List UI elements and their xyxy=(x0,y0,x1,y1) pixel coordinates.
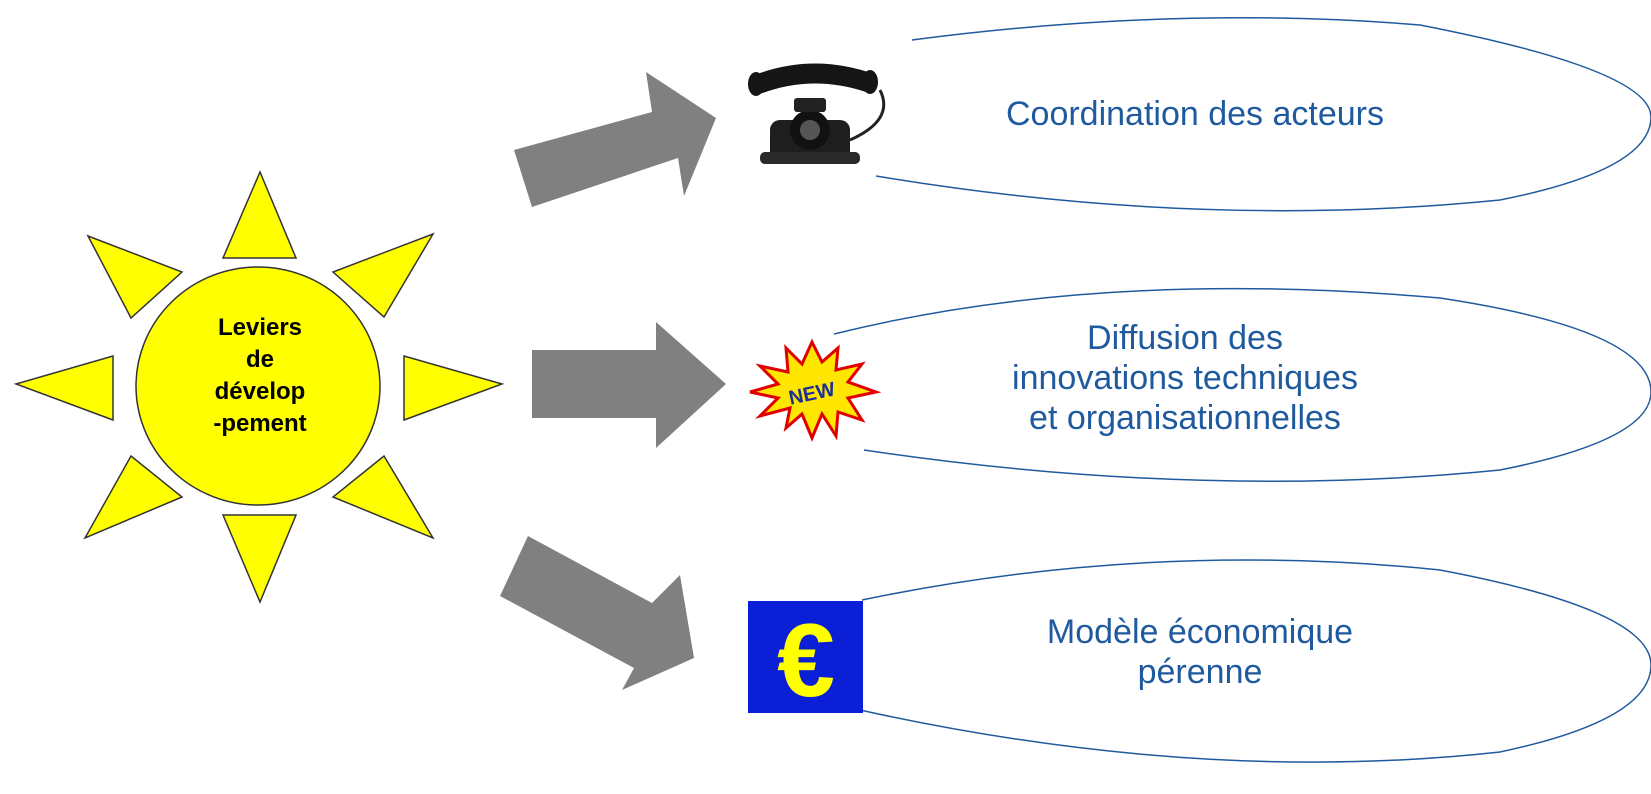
euro-symbol: € xyxy=(777,603,835,719)
sun-label-line: dévelop xyxy=(214,378,306,405)
innovation-line: innovations techniques xyxy=(1012,359,1358,397)
sun-ray-left xyxy=(13,355,114,422)
economic-model-line: pérenne xyxy=(1137,653,1263,691)
sun-label-line: Leviers xyxy=(217,314,303,341)
euro-icon: € xyxy=(748,601,863,719)
sun-ray-bottom-right xyxy=(331,454,435,540)
economic-model-line: Modèle économique xyxy=(1046,613,1354,651)
economic-model-text: Modèle économique pérenne xyxy=(930,612,1470,692)
coordination-text: Coordination des acteurs xyxy=(930,94,1460,134)
sun-core xyxy=(135,266,381,506)
coordination-line: Coordination des acteurs xyxy=(1005,95,1384,133)
telephone-icon xyxy=(748,63,886,164)
new-starburst-icon: NEW xyxy=(749,338,882,442)
sun-ray-bottom xyxy=(221,514,298,604)
sun-label-line: de xyxy=(245,346,274,373)
sun-ray-bottom-left xyxy=(83,454,184,540)
sun-label: Leviers de dévelop -pement xyxy=(160,312,360,440)
sun-label-line: -pement xyxy=(213,410,307,437)
sun-rays xyxy=(13,170,505,604)
innovation-line: et organisationnelles xyxy=(1029,399,1341,437)
arrow-to-coordination xyxy=(514,72,716,207)
sun-ray-top xyxy=(221,170,298,259)
arrow-to-economic-model xyxy=(500,536,694,690)
sun-ray-top-left xyxy=(86,234,184,320)
innovation-line: Diffusion des xyxy=(1087,319,1283,357)
arrow-to-innovation xyxy=(532,322,726,448)
sun-ray-right xyxy=(403,355,505,422)
bubble-coordination xyxy=(875,16,1651,212)
sun-ray-top-right xyxy=(331,232,435,319)
innovation-text: Diffusion des innovations techniques et … xyxy=(930,318,1440,438)
